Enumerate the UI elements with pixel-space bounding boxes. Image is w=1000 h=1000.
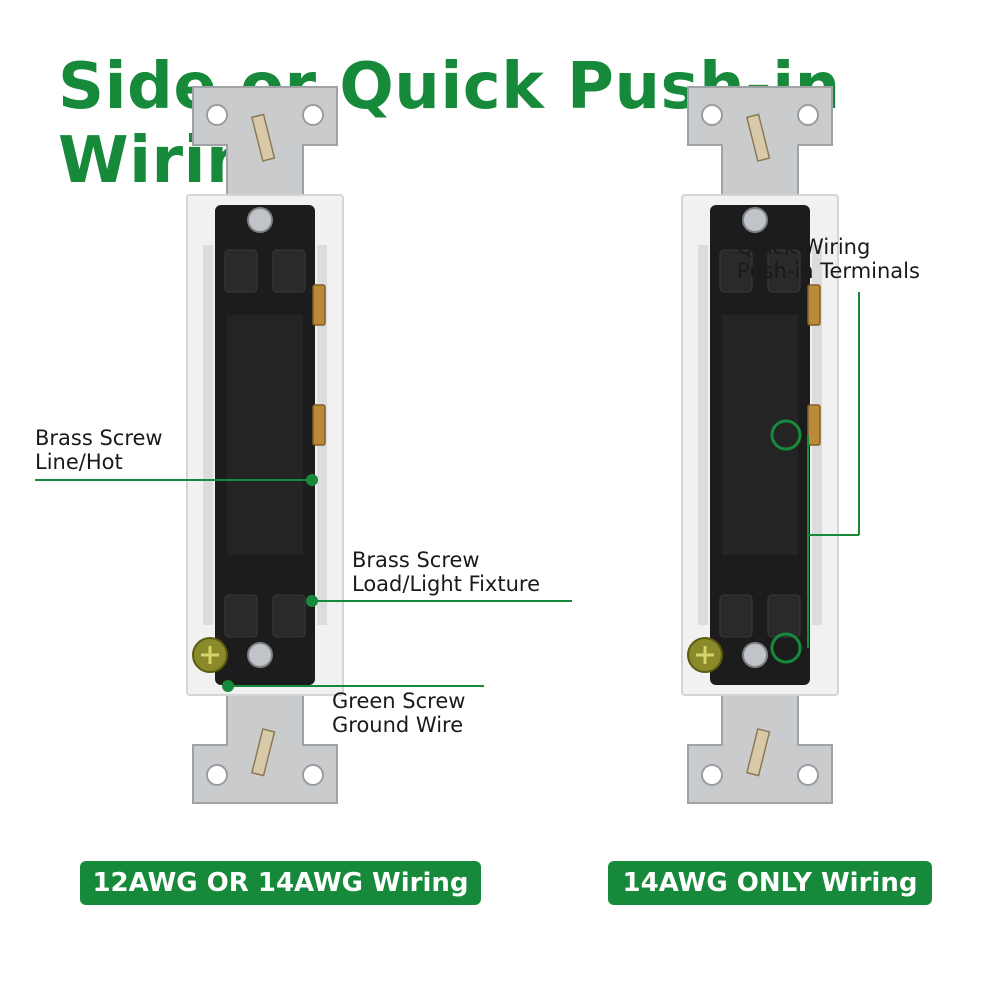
- switch-left: [185, 85, 345, 805]
- label-brass-screw-load: Brass Screw Load/Light Fixture: [352, 548, 540, 596]
- callout-dot-brass-load: [306, 595, 318, 607]
- label-green-screw-ground: Green Screw Ground Wire: [332, 689, 466, 737]
- label-brass-screw-line: Brass Screw Line/Hot: [35, 426, 163, 474]
- badge-left-wiring: 12AWG OR 14AWG Wiring: [80, 861, 481, 905]
- callout-lines-right: [807, 292, 860, 648]
- label-push-in-terminals: Quick Wiring Push-in Terminals: [737, 235, 920, 283]
- push-in-terminal-bottom: [770, 632, 802, 664]
- callout-dot-green-ground: [222, 680, 234, 692]
- push-in-terminal-top: [770, 419, 802, 451]
- callout-dot-brass-line: [306, 474, 318, 486]
- callout-lines-left: [35, 479, 572, 687]
- badge-right-wiring: 14AWG ONLY Wiring: [608, 861, 932, 905]
- switch-right: [680, 85, 840, 805]
